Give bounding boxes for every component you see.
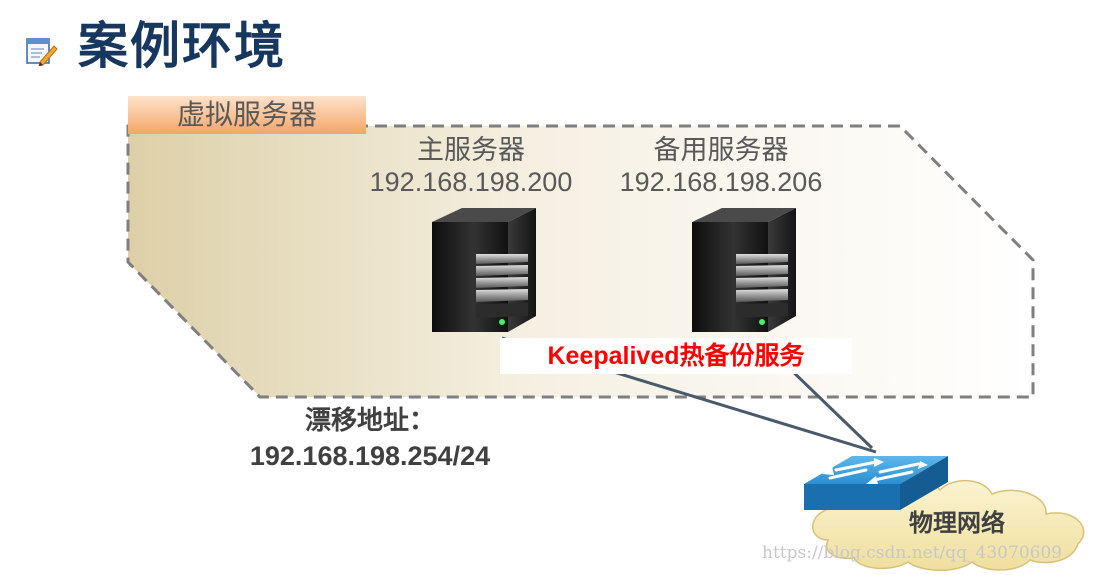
server-ip: 192.168.198.206 <box>619 167 823 197</box>
floating-address: 漂移地址： 192.168.198.254/24 <box>230 402 510 474</box>
watermark: https://blog.csdn.net/qq_43070609 <box>762 543 1063 563</box>
network-switch-icon <box>804 456 948 510</box>
floating-address-label: 漂移地址： <box>304 405 435 435</box>
server-tower-icon <box>432 208 536 332</box>
physical-network-label: 物理网络 <box>909 510 1005 537</box>
keepalived-label: Keepalived热备份服务 <box>500 338 852 374</box>
server-name: 备用服务器 <box>653 135 789 165</box>
page-title: 案例环境 <box>78 18 286 74</box>
virtual-server-label: 虚拟服务器 <box>128 96 366 134</box>
notepad-pencil-icon <box>26 38 58 66</box>
backup-server-label: 备用服务器 192.168.198.206 <box>605 134 837 198</box>
server-name: 主服务器 <box>417 135 525 165</box>
floating-address-ip: 192.168.198.254/24 <box>249 441 491 471</box>
primary-server-label: 主服务器 192.168.198.200 <box>355 134 587 198</box>
virtual-server-boundary <box>126 124 1035 399</box>
server-tower-icon <box>692 208 796 332</box>
server-ip: 192.168.198.200 <box>369 167 573 197</box>
